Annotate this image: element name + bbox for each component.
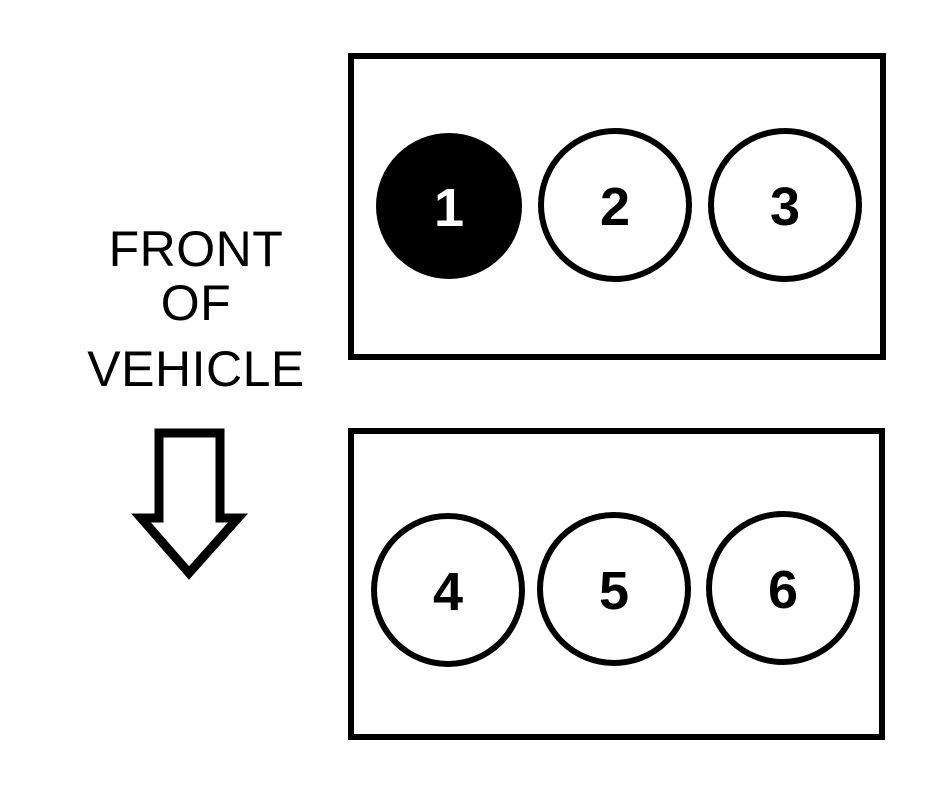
cylinder-1-circle[interactable] [376,133,522,279]
cylinder-5-circle[interactable] [537,512,691,666]
cylinder-4[interactable]: 4 [371,513,525,667]
front-of-vehicle-indicator: FRONT OF VEHICLE [87,221,304,580]
cylinder-4-number: 4 [433,562,463,622]
cylinder-2-circle[interactable] [538,128,692,282]
cylinder-3-circle[interactable] [708,128,862,282]
direction-label-line-3: VEHICLE [87,341,304,397]
arrow-down-icon [131,428,249,580]
cylinder-1[interactable]: 1 [376,133,522,279]
cylinder-3[interactable]: 3 [708,128,862,282]
cylinder-3-number: 3 [770,177,800,237]
cylinder-4-circle[interactable] [371,513,525,667]
cylinder-6-number: 6 [768,560,798,620]
cylinder-6[interactable]: 6 [706,511,860,665]
cylinder-5[interactable]: 5 [537,512,691,666]
cylinder-6-circle[interactable] [706,511,860,665]
cylinder-1-number: 1 [434,178,464,238]
front-cylinder-bank: 1 2 3 [348,53,886,360]
rear-cylinder-bank: 4 5 6 [348,428,885,740]
cylinder-5-number: 5 [599,561,629,621]
cylinder-2[interactable]: 2 [538,128,692,282]
direction-label-line-1: FRONT [109,221,284,277]
cylinder-2-number: 2 [600,177,630,237]
direction-label-line-2: OF [161,275,231,331]
